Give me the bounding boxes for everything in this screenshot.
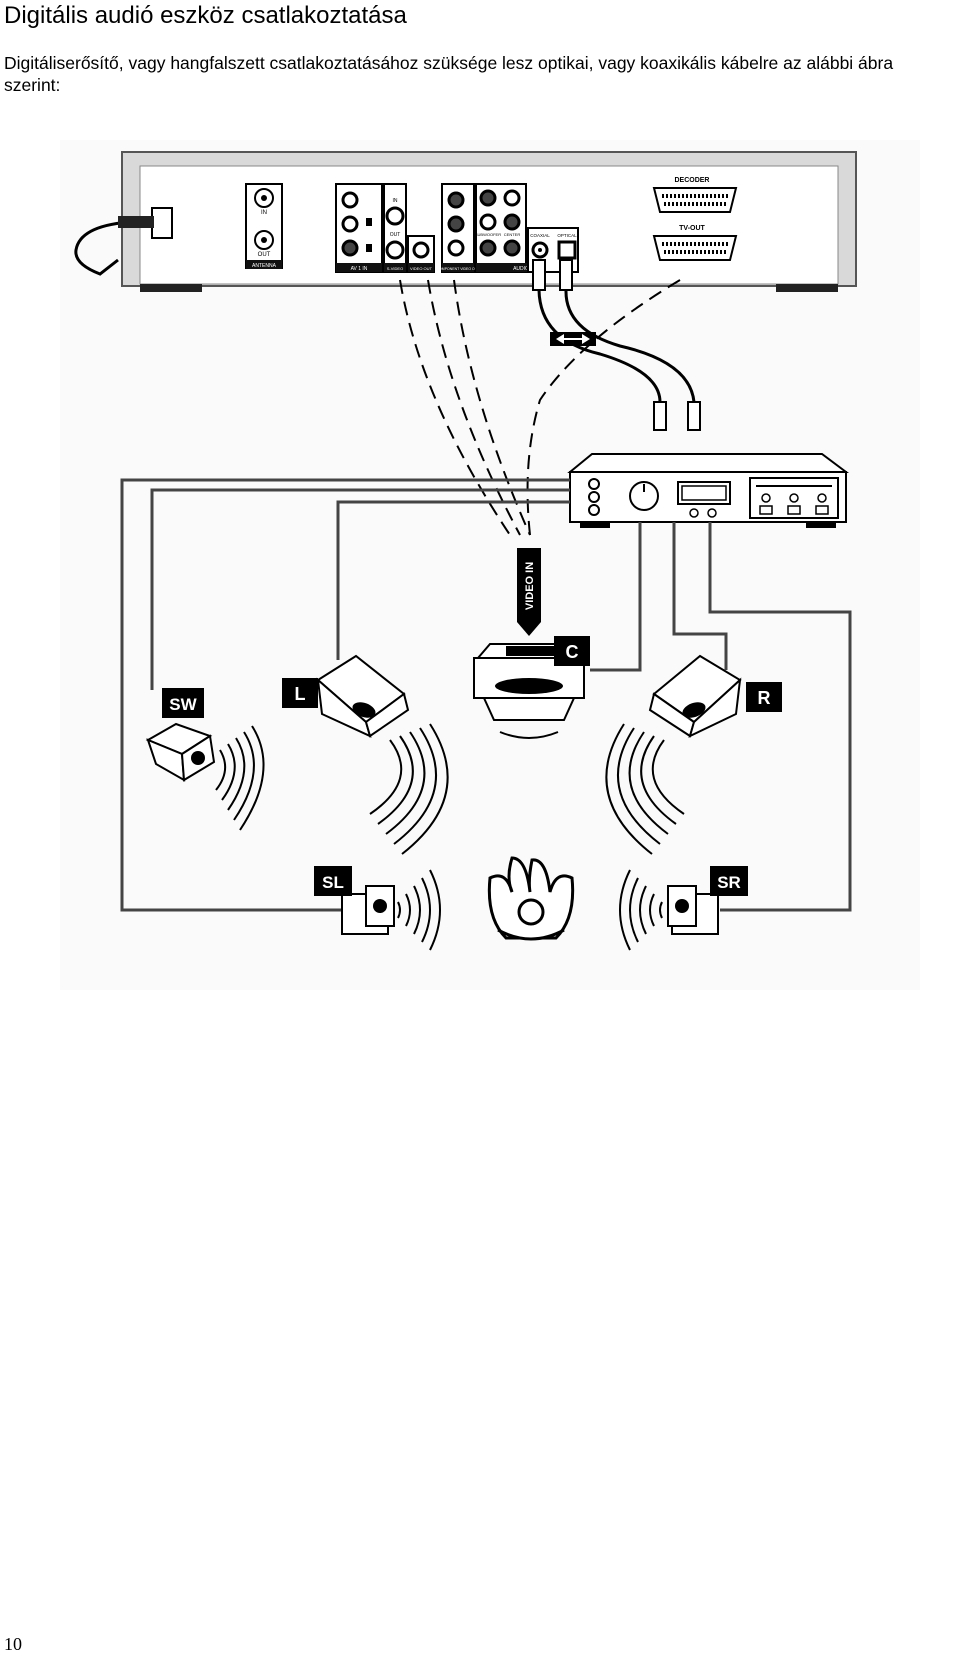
tv-out-label: TV-OUT [679, 225, 705, 232]
optical-label: OPTICAL [557, 233, 577, 238]
av-in-block: AV 1 IN [335, 183, 383, 273]
svideo-label: S-VIDEO [387, 266, 403, 271]
page-number: 10 [4, 1634, 22, 1654]
video-in-label: VIDEO IN [524, 562, 536, 610]
subwoofer: SW [145, 688, 265, 831]
component-block: COMPONENT VIDEO OUT [437, 183, 481, 273]
digital-audio-cables [532, 259, 701, 431]
left-speaker: L [282, 654, 449, 855]
svideo-block: IN OUT S-VIDEO [383, 183, 407, 273]
surround-left-speaker: SL [314, 866, 441, 951]
page-title: Digitális audió eszköz csatlakoztatása [4, 2, 407, 29]
right-speaker: R [605, 654, 782, 855]
audio-label: AUDIO [513, 266, 529, 272]
subwoofer-label: SW [169, 695, 197, 714]
amplifier-receiver [567, 453, 849, 528]
surround-right-speaker: SR [619, 866, 748, 951]
coaxial-label: COAXIAL [530, 233, 550, 238]
intro-paragraph: Digitáliserősítő, vagy hangfalszett csat… [4, 53, 894, 95]
video-out-label: VIDEO OUT [410, 266, 433, 271]
center-speaker: C [473, 636, 590, 739]
right-speaker-label: R [758, 688, 771, 708]
center-jack-label: CENTER [504, 232, 521, 237]
surround-left-label: SL [322, 873, 344, 892]
svideo-in-label: IN [393, 198, 398, 204]
antenna-in-label: IN [261, 210, 267, 216]
power-cord [74, 207, 173, 276]
svideo-out-label: OUT [390, 232, 401, 238]
antenna-block: IN OUT ANTENNA [245, 183, 283, 269]
left-speaker-label: L [295, 684, 306, 704]
center-speaker-label: C [566, 642, 579, 662]
decoder-label: DECODER [674, 177, 709, 184]
antenna-label: ANTENNA [252, 263, 277, 269]
connection-diagram: IN OUT ANTENNA AV 1 IN IN OUT S-VI [60, 140, 920, 990]
surround-right-label: SR [717, 873, 741, 892]
listener-figure [487, 856, 575, 941]
video-out-block: VIDEO OUT [407, 235, 435, 273]
component-label: COMPONENT VIDEO OUT [437, 267, 481, 271]
dvd-player-rear-panel: IN OUT ANTENNA AV 1 IN IN OUT S-VI [74, 151, 857, 292]
av-in-label: AV 1 IN [351, 266, 368, 272]
video-in-arrow: VIDEO IN [517, 548, 541, 636]
scart-connectors: DECODER TV-OUT [652, 177, 738, 261]
antenna-out-label: OUT [258, 252, 271, 258]
audio-block: SUBWOOFER CENTER AUDIO [475, 183, 566, 273]
speaker-wires [120, 478, 852, 912]
subwoofer-jack-label: SUBWOOFER [475, 232, 501, 237]
